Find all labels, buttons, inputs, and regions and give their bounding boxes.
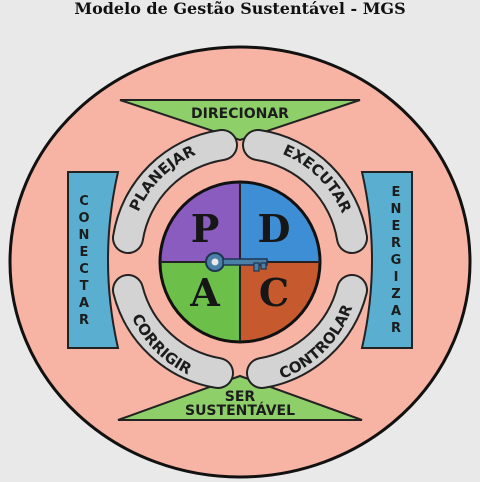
conectar-bar — [67, 171, 120, 349]
letter-p: P — [191, 206, 220, 251]
conectar-letter: N — [79, 228, 90, 243]
letter-d: D — [258, 206, 291, 251]
energizar-letter: G — [391, 253, 402, 268]
conectar-letter: T — [80, 279, 89, 294]
key-icon — [205, 252, 268, 272]
arc-controlar-fill — [248, 276, 366, 387]
conectar-letter: A — [79, 296, 89, 311]
conectar-letter: C — [79, 194, 89, 209]
pdca-circle — [158, 180, 322, 344]
letter-c: C — [259, 270, 289, 315]
energizar-letter: I — [394, 270, 399, 285]
arc-planejar-fill — [114, 131, 236, 252]
energizar-letter: E — [392, 185, 401, 200]
direcionar-label: DIRECIONAR — [191, 106, 289, 122]
conectar-letter: R — [79, 313, 89, 328]
sustentavel-label: SUSTENTÁVEL — [185, 402, 295, 419]
energizar-letter: E — [392, 219, 401, 234]
process-arcs — [112, 129, 368, 389]
conectar-letter: E — [80, 245, 89, 260]
conectar-letter: O — [78, 211, 89, 226]
quadrant-p — [160, 182, 240, 262]
quadrant-a — [160, 262, 240, 342]
energizar-bar — [360, 171, 413, 349]
arc-corrigir-fill — [114, 276, 232, 387]
conectar-letter: C — [79, 262, 89, 277]
energizar-letter: N — [391, 202, 402, 217]
quadrant-c — [240, 262, 320, 342]
conectar-letters: C O N E C T A R — [78, 194, 89, 328]
quadrant-d — [240, 182, 320, 262]
energizar-letter: Z — [391, 287, 400, 302]
page-title: Modelo de Gestão Sustentável - MGS — [74, 0, 406, 18]
energizar-letter: R — [391, 236, 401, 251]
ser-label: SER — [225, 389, 256, 405]
letter-a: A — [189, 270, 220, 315]
energizar-letter: R — [391, 321, 401, 336]
direcionar-arrow — [119, 99, 361, 142]
energizar-letters: E N E R G I Z A R — [391, 185, 402, 336]
ser-sustentavel-arrow — [117, 374, 363, 421]
energizar-letter: A — [391, 304, 401, 319]
arc-executar-fill — [244, 131, 366, 252]
